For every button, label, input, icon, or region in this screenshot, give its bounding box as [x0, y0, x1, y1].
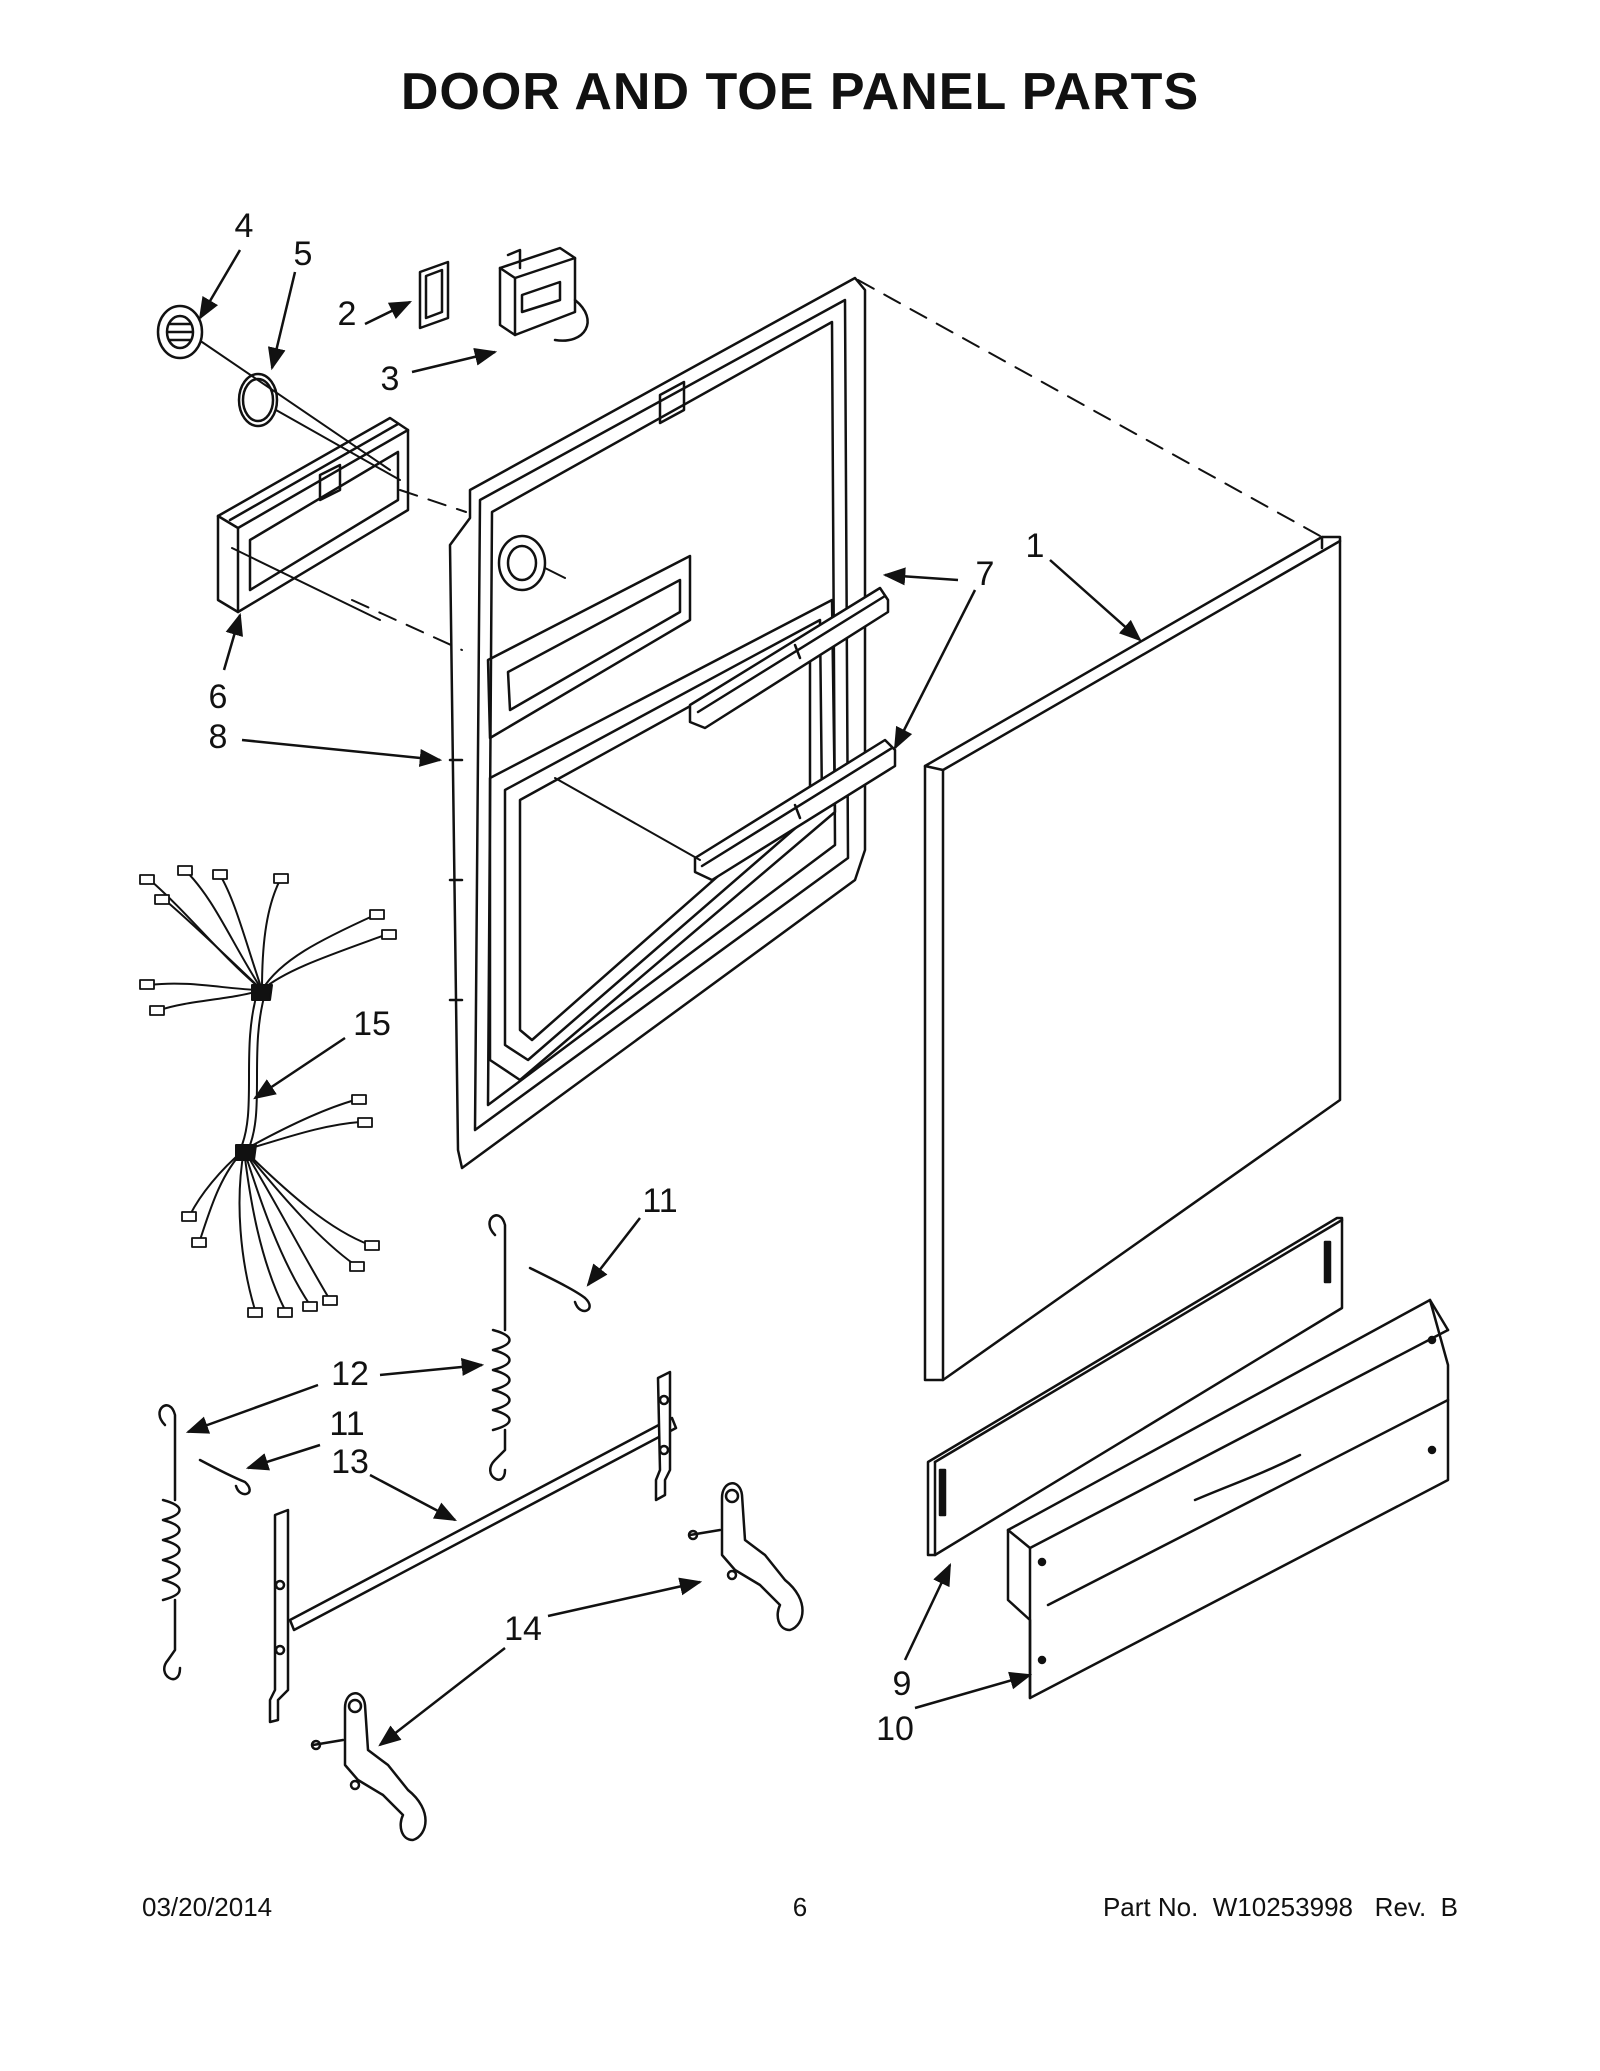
callout-12: 12	[331, 1355, 369, 1393]
callout-4: 4	[235, 207, 254, 245]
callout-10: 10	[876, 1710, 914, 1748]
outer-door-panel	[923, 535, 1342, 1382]
footer-part-info: Part No. W10253998 Rev. B	[1103, 1892, 1458, 1923]
revision-label: Rev.	[1374, 1892, 1427, 1922]
vent-bar-lower	[693, 738, 897, 882]
wire-harness	[139, 865, 397, 1318]
alignment-lines	[351, 279, 1323, 651]
callout-15: 15	[353, 1005, 391, 1043]
spring-hook-lower	[198, 1458, 251, 1496]
footer-page-number: 6	[792, 1892, 808, 1922]
page-title: DOOR AND TOE PANEL PARTS	[400, 63, 1200, 121]
callout-11-upper: 11	[642, 1182, 677, 1220]
callout-3: 3	[381, 360, 400, 398]
vent-bar-upper	[688, 586, 890, 730]
spring-hook-upper	[528, 1266, 591, 1313]
access-panel	[1006, 1298, 1450, 1700]
callout-7: 7	[976, 555, 995, 593]
footer-date: 03/20/2014	[142, 1892, 273, 1922]
door-hinge-right	[687, 1482, 804, 1632]
callout-labels: 4 5 2 3 6 8 7 1 15 11 12 11 13 14 9 10	[209, 207, 1045, 1748]
callout-8: 8	[209, 718, 228, 756]
dispenser-cap	[156, 304, 204, 360]
door-switch	[498, 246, 589, 342]
gasket-ring	[237, 372, 279, 428]
callout-14: 14	[504, 1610, 542, 1648]
hinge-rod-assembly	[268, 1370, 678, 1724]
callout-13: 13	[331, 1443, 369, 1481]
square-gasket	[418, 260, 450, 330]
callout-9: 9	[893, 1665, 912, 1703]
door-hinge-left	[310, 1692, 427, 1842]
part-number-label: Part No.	[1102, 1892, 1199, 1922]
callout-6: 6	[209, 678, 228, 716]
door-latch-module	[216, 416, 410, 614]
door-spring-left	[158, 1404, 182, 1681]
leader-lines	[201, 341, 701, 861]
door-spring-right	[488, 1214, 511, 1481]
callout-5: 5	[294, 235, 313, 273]
callout-11-lower: 11	[329, 1405, 364, 1443]
callout-1: 1	[1026, 527, 1045, 565]
toe-panel	[926, 1216, 1344, 1557]
callout-2: 2	[338, 295, 357, 333]
inner-door-panel	[448, 276, 867, 1170]
revision: B	[1440, 1892, 1458, 1922]
part-number: W10253998	[1212, 1892, 1353, 1922]
callout-arrows	[185, 249, 1142, 1747]
